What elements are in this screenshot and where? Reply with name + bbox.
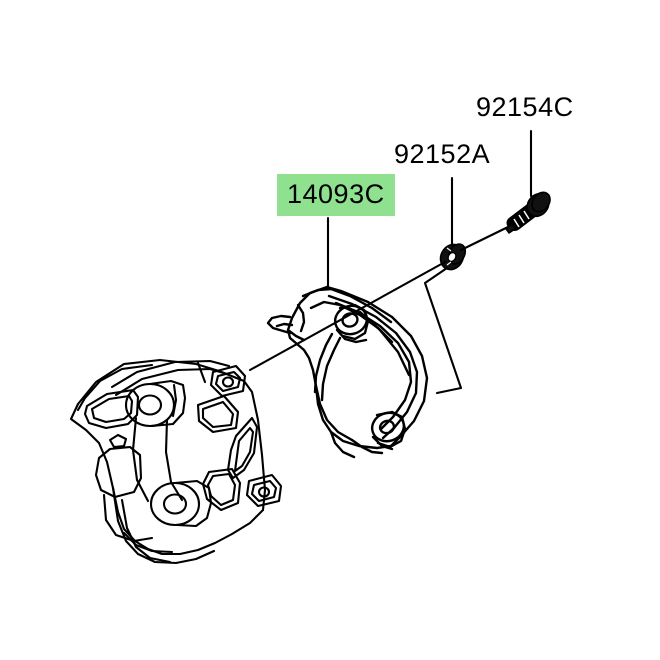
assembly-axis-line (248, 225, 510, 372)
part-label-92154c[interactable]: 92154C (476, 92, 574, 122)
part-label-14093c[interactable]: 14093C (277, 174, 395, 216)
leader-lines (326, 129, 533, 290)
flange-bolt-part (505, 191, 551, 234)
caliper-bracket-part (69, 358, 283, 565)
grouping-bracket (423, 266, 463, 395)
chain-guard-cover-part (266, 285, 429, 459)
part-label-92152a[interactable]: 92152A (394, 139, 491, 169)
